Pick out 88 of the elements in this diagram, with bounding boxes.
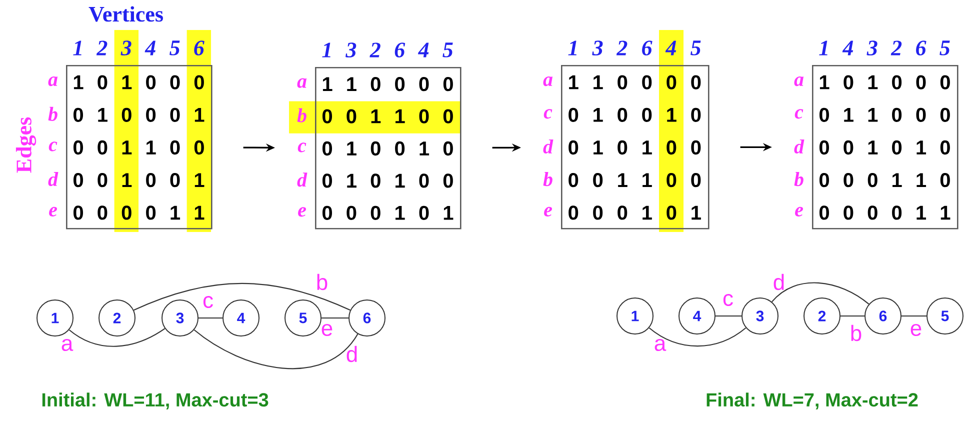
row-label: a [297,78,307,88]
row-label: a [543,76,553,86]
column-label: 1 [73,40,82,56]
net-wire [648,327,746,347]
column-label: 1 [322,42,330,58]
column-label: 4 [418,42,429,58]
column-label: 5 [170,40,180,56]
row-label: e [298,207,306,217]
matrix-row: 0 0 1 0 1 0 [819,140,950,155]
column-label: 2 [616,40,628,56]
matrix-row: 1 0 1 0 0 0 [820,75,950,90]
column-label: 5 [442,42,453,58]
title-label: Vertices [88,6,163,22]
matrix-row: 0 1 0 1 0 0 [322,174,453,188]
edge-label: b [851,324,862,342]
edge-label: d [346,346,357,362]
edge-label: d [774,274,784,290]
column-label: 4 [842,40,854,56]
column-label: 3 [866,40,878,56]
edge-label: c [203,296,213,308]
column-label: 2 [890,40,902,56]
matrix-row: 0 0 0 0 1 1 [74,206,204,220]
row-label: a [794,76,804,86]
matrix-row: 0 1 0 0 0 1 [74,108,204,122]
net-wire [194,329,358,370]
column-label: 4 [665,40,676,56]
net-wire [902,315,926,317]
edge-label: a [654,338,666,352]
matrix-row: 0 1 1 0 0 0 [819,108,950,122]
matrix-row: 0 1 0 0 1 0 [322,141,453,156]
row-label: d [794,139,804,154]
caption: Initial: WL=11, Max-cut=3 [42,392,268,410]
caption: Final: WL=7, Max-cut=2 [706,392,918,410]
column-label: 3 [120,40,132,56]
column-label: 3 [592,40,603,56]
net-wire [322,317,348,319]
row-label: b [48,106,58,121]
axis-label: Edges [16,117,36,173]
matrix-row: 1 0 1 0 0 0 [74,75,204,90]
matrix-row: 0 0 1 1 0 0 [74,140,204,155]
net-wire [134,282,350,311]
edge-label: e [322,324,332,336]
column-label: 5 [940,40,950,56]
column-label: 5 [690,40,701,56]
row-label: c [298,142,306,152]
row-label: c [794,109,804,119]
row-label: e [49,206,58,216]
row-label: b [543,172,552,186]
row-label: d [48,172,58,186]
column-label: 6 [194,40,204,56]
row-label: b [794,172,804,186]
matrix-row: 0 1 0 0 1 0 [568,108,701,122]
column-label: 1 [568,40,576,56]
row-label: d [297,172,308,187]
column-label: 3 [346,42,356,58]
column-label: 6 [916,40,926,56]
net-wire [716,315,742,317]
matrix-row: 0 0 0 0 1 1 [819,206,950,220]
column-label: 6 [642,40,652,56]
row-label: b [297,108,306,122]
matrix-row: 1 1 0 0 0 0 [322,77,453,92]
column-label: 2 [96,40,108,56]
edge-label: b [317,274,328,290]
row-label: d [543,139,554,154]
matrix-row: 0 0 0 1 0 1 [322,206,454,220]
net-wire [198,317,222,319]
row-label: a [48,76,58,86]
column-label: 6 [394,42,406,58]
matrix-row: 1 1 0 0 0 0 [569,75,701,90]
matrix-row: 0 0 0 1 1 0 [819,173,950,188]
edge-label: a [62,338,74,352]
row-label: e [544,206,552,216]
edge-label: e [910,324,922,336]
matrix-row: 0 0 1 1 0 0 [322,109,453,124]
matrix-row: 0 0 1 0 0 1 [74,173,204,188]
net-wire [68,328,166,347]
column-label: 2 [370,42,380,58]
matrix-row: 0 0 1 1 0 0 [568,173,701,188]
row-label: c [544,109,552,119]
row-label: e [795,206,803,216]
column-label: 4 [144,40,156,56]
row-label: c [48,142,58,152]
matrix-row: 0 1 0 1 0 0 [568,140,701,155]
net-wire [840,315,864,317]
column-label: 1 [819,40,828,56]
matrix-row: 0 0 0 1 0 1 [568,206,701,220]
net-wire [772,282,870,305]
edge-label: c [723,294,733,306]
